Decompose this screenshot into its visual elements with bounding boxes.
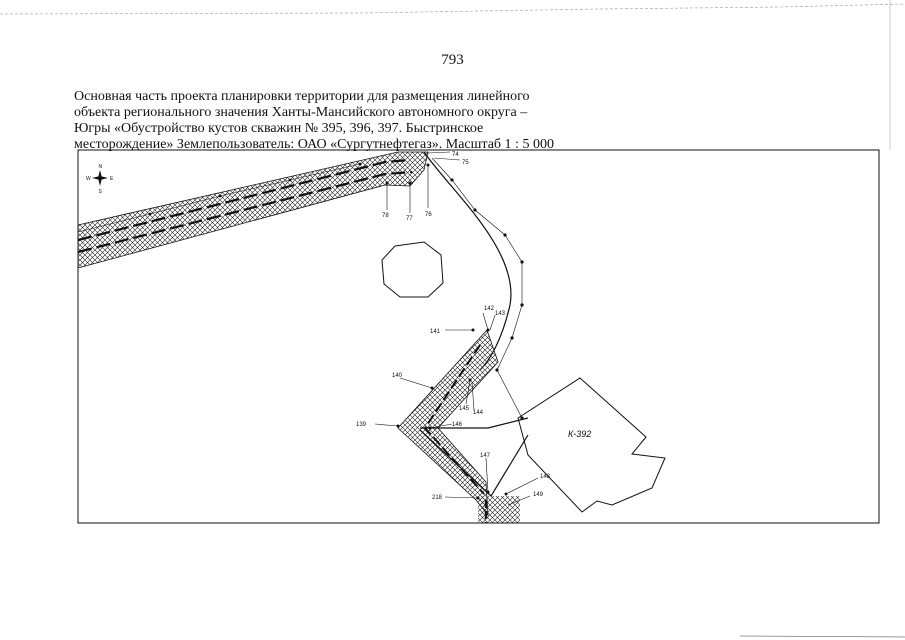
access-road-lower (419, 429, 529, 497)
label-points (385, 163, 508, 500)
point-label-140: 140 (392, 373, 403, 379)
road-curve (423, 151, 512, 371)
point-label-75: 75 (462, 160, 469, 166)
point-label-76: 76 (425, 212, 432, 218)
scan-edge-bottom (739, 635, 905, 638)
label-leader-lines (374, 151, 539, 506)
point-label-74: 74 (452, 152, 459, 158)
point-label-148: 148 (540, 474, 551, 480)
compass-east: E (110, 176, 114, 182)
compass-rose-icon: N S W E (86, 164, 114, 195)
point-label-144: 144 (473, 410, 484, 416)
point-label-218: 218 (432, 495, 443, 501)
point-label-141: 141 (430, 329, 441, 335)
caption-line-1: Основная часть проекта планировки террит… (74, 89, 530, 104)
caption-line-2: объекта регионального значения Ханты-Ман… (74, 105, 528, 120)
point-label-147: 147 (480, 453, 491, 459)
caption-line-3: Югры «Обустройство кустов скважин № 395,… (74, 121, 484, 136)
point-label-139: 139 (356, 422, 367, 428)
compass-south: S (99, 189, 103, 195)
access-road-upper (420, 417, 529, 429)
corridor-hatched-area (77, 151, 429, 269)
map-caption: Основная часть проекта планировки террит… (74, 89, 614, 153)
caption-line-4: месторождение» Землепользователь: ОАО «С… (74, 137, 554, 152)
point-label-149: 149 (533, 492, 544, 498)
point-label-145: 145 (459, 406, 470, 412)
compass-west: W (86, 176, 91, 182)
point-label-146: 146 (452, 422, 463, 428)
octagon-feature (381, 241, 444, 298)
point-label-78: 78 (382, 213, 389, 219)
page-number: 793 (441, 52, 464, 68)
compass-north: N (99, 164, 103, 170)
point-label-142: 142 (484, 306, 495, 312)
point-label-77: 77 (406, 216, 413, 222)
scan-edge-top (0, 3, 905, 15)
point-label-143: 143 (495, 311, 506, 317)
lower-corridor-hatched-area (397, 329, 499, 517)
boundary-right-points (450, 178, 524, 420)
outlet-hatched-area (478, 496, 520, 523)
corridor-dashed-lines (77, 158, 413, 254)
corridor-point-markers (148, 162, 362, 216)
well-pad-k392 (517, 377, 666, 513)
well-pad-label: К-392 (568, 429, 591, 439)
